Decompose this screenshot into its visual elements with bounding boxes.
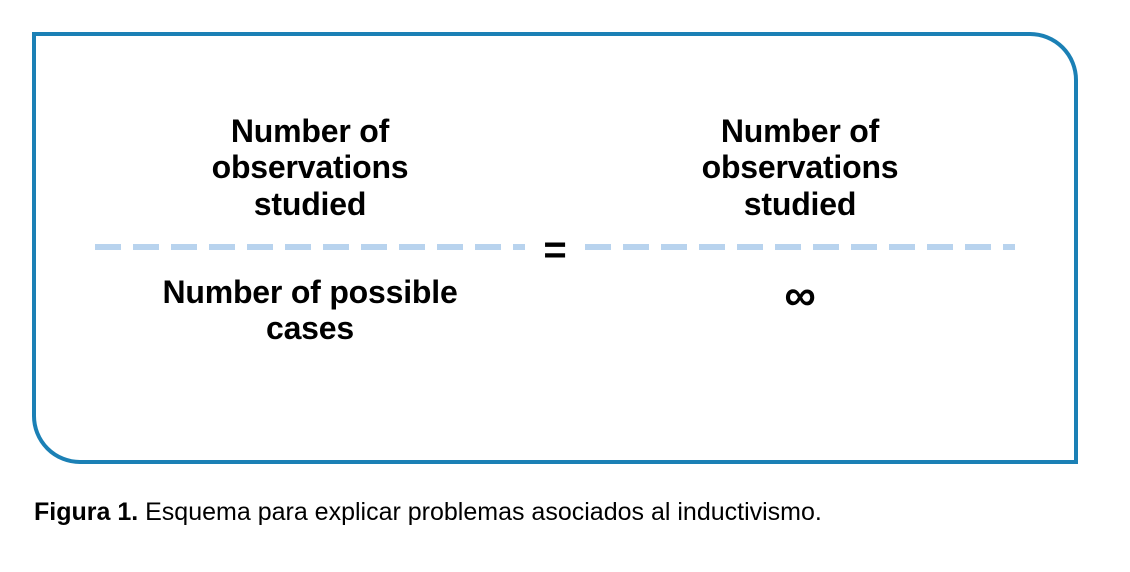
caption-label: Figura 1. [34, 498, 139, 526]
figure-caption: Figura 1. Esquema para explicar problema… [34, 497, 1094, 528]
left-fraction: Number of observations studied Number of… [95, 72, 525, 424]
right-numerator-line-1: Number of [720, 112, 880, 149]
caption-text: Esquema para explicar problemas asociado… [138, 498, 822, 526]
left-denominator-line-2: cases [265, 310, 354, 347]
equation: Number of observations studied Number of… [36, 36, 1074, 460]
right-fraction-numerator: Number of observations studied [702, 72, 899, 226]
right-numerator-line-3: studied [743, 185, 857, 222]
left-numerator-line-1: Number of [230, 112, 390, 149]
infinity-symbol: ∞ [784, 271, 816, 320]
left-fraction-rule [95, 244, 525, 250]
left-denominator-line-1: Number of possible [162, 274, 458, 310]
equals-sign: = [543, 228, 567, 272]
right-numerator-line-2: observations [701, 149, 899, 186]
left-numerator-line-2: observations [211, 149, 409, 186]
left-fraction-denominator: Number of possible cases [162, 260, 457, 424]
diagram-panel: Number of observations studied Number of… [32, 32, 1078, 464]
left-fraction-numerator: Number of observations studied [212, 72, 409, 226]
left-numerator-line-3: studied [253, 185, 367, 222]
right-fraction-denominator: ∞ [784, 260, 815, 424]
right-fraction: Number of observations studied ∞ [585, 72, 1015, 424]
right-fraction-rule [585, 244, 1015, 250]
